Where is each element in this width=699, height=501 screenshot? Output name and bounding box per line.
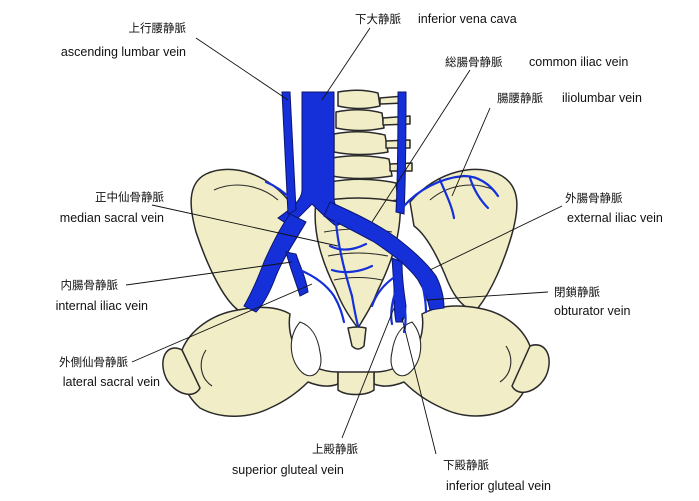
- obturator-vein-right: [418, 272, 428, 314]
- label-ascending-lumbar-jp: 上行腰静脈: [129, 21, 187, 35]
- leader-ascending-lumbar: [195, 37, 289, 101]
- ascending-lumbar-vein-right: [395, 91, 407, 215]
- label-common-iliac-jp: 総腸骨静脈: [445, 55, 503, 69]
- acetabulum-right: [499, 345, 512, 383]
- label-inferior-gluteal-en: inferior gluteal vein: [446, 479, 551, 493]
- iliac-crest-detail: [213, 184, 279, 201]
- inferior-gluteal-vein: [402, 302, 407, 334]
- leader-obturator: [425, 291, 549, 301]
- label-superior-gluteal-en: superior gluteal vein: [232, 463, 344, 477]
- superior-gluteal-vein: [390, 288, 398, 326]
- sacral-foramen-line: [327, 252, 389, 257]
- leader-lateral-sacral: [131, 283, 313, 363]
- internal-iliac-vein-right: [391, 257, 407, 323]
- label-median-sacral-jp: 正中仙骨静脈: [95, 190, 164, 204]
- leader-ivc: [321, 27, 371, 101]
- leader-external-iliac: [429, 205, 563, 271]
- iliolumbar-vein: [402, 174, 500, 208]
- veins: [243, 91, 445, 323]
- label-common-iliac-en: common iliac vein: [529, 55, 628, 69]
- lumbar-vertebra-4: [331, 155, 393, 180]
- acetabulum-left: [200, 349, 213, 387]
- obturator-foramen-left: [290, 321, 322, 377]
- label-obturator-en: obturator vein: [554, 304, 630, 318]
- labels: 上行腰静脈 ascending lumbar vein 下大静脈 inferio…: [56, 12, 663, 493]
- iliolumbar-vein-left: [264, 180, 294, 202]
- common-iliac-vein-right: [323, 201, 445, 311]
- label-internal-iliac-jp: 内腸骨静脈: [61, 278, 119, 292]
- sacral-plexus-branch: [330, 264, 374, 274]
- iliac-crest-detail: [429, 184, 495, 201]
- sacral-foramen-line: [333, 276, 383, 281]
- lumbar-vertebra-1: [337, 89, 381, 110]
- label-obturator-jp: 閉鎖静脈: [554, 285, 600, 299]
- label-internal-iliac-en: internal iliac vein: [56, 299, 148, 313]
- label-lateral-sacral-jp: 外側仙骨静脈: [59, 355, 128, 369]
- coccyx: [347, 326, 367, 350]
- ilium-right: [409, 168, 518, 310]
- leader-iliolumbar: [451, 107, 491, 197]
- label-external-iliac-en: external iliac vein: [567, 211, 663, 225]
- femur-head-right: [511, 344, 550, 394]
- leader-common-iliac: [371, 69, 471, 223]
- iliolumbar-branch: [468, 176, 490, 210]
- pubic-symphysis: [337, 371, 375, 396]
- leader-lines: [125, 27, 563, 455]
- leader-superior-gluteal: [341, 307, 395, 439]
- label-lateral-sacral-en: lateral sacral vein: [63, 375, 160, 389]
- label-iliolumbar-en: iliolumbar vein: [562, 91, 642, 105]
- femur-head-left: [162, 347, 201, 396]
- label-external-iliac-jp: 外腸骨静脈: [565, 191, 623, 205]
- median-sacral-vein: [334, 220, 360, 328]
- leader-median-sacral: [151, 204, 339, 247]
- leader-inferior-gluteal: [401, 317, 437, 455]
- label-median-sacral-en: median sacral vein: [60, 211, 164, 225]
- iliolumbar-branch: [438, 178, 456, 220]
- lumbar-vertebra-2: [335, 109, 385, 132]
- label-ivc-jp: 下大静脈: [355, 12, 401, 26]
- ascending-lumbar-vein-left: [281, 91, 297, 215]
- small-veins: [264, 174, 500, 334]
- lateral-sacral-vein-right: [370, 274, 398, 308]
- internal-iliac-vein-left: [285, 251, 309, 297]
- label-ivc-en: inferior vena cava: [418, 12, 517, 26]
- lateral-sacral-vein-left: [298, 268, 346, 324]
- lumbar-vertebra-3: [333, 131, 389, 156]
- label-inferior-gluteal-jp: 下殿静脈: [443, 458, 489, 472]
- sacral-plexus-branch: [328, 242, 368, 251]
- label-superior-gluteal-jp: 上殿静脈: [312, 442, 358, 456]
- label-ascending-lumbar-en: ascending lumbar vein: [61, 45, 186, 59]
- leader-internal-iliac: [125, 261, 293, 286]
- label-iliolumbar-jp: 腸腰静脈: [497, 91, 543, 105]
